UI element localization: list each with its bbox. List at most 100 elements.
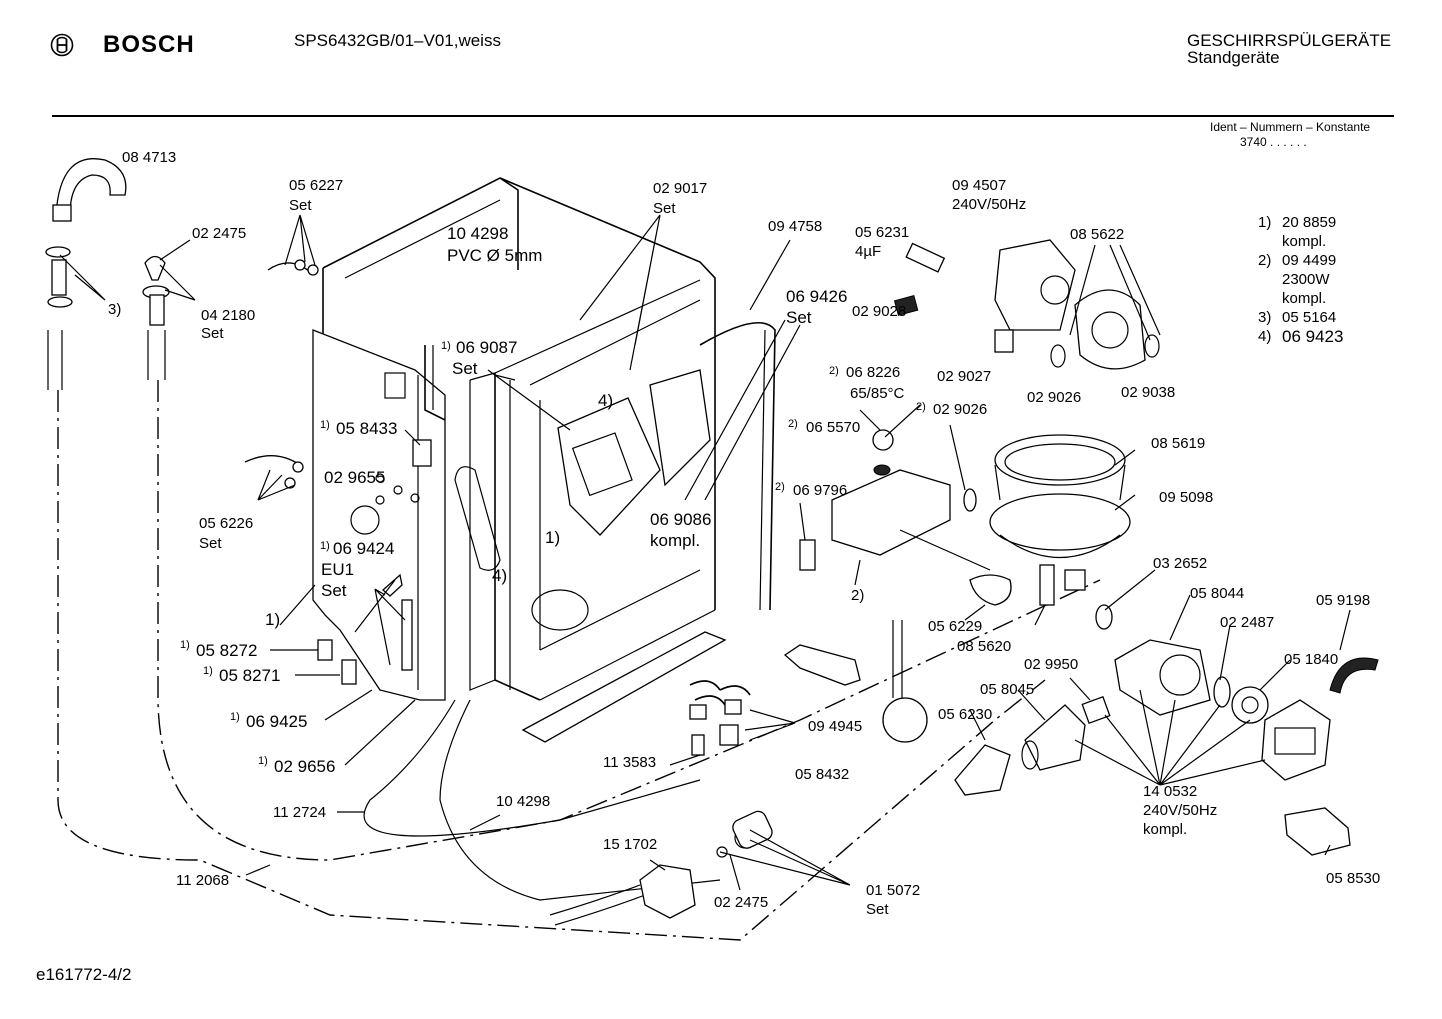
label-069426-set: Set <box>786 308 812 327</box>
label-056229: 05 6229 <box>928 618 982 635</box>
label-1: 1) <box>545 528 560 547</box>
label-140532-kompl: kompl. <box>1143 821 1187 838</box>
label-056231: 05 6231 <box>855 224 909 241</box>
label-029026: 02 9026 <box>1027 389 1081 406</box>
label-094945: 09 4945 <box>808 718 862 735</box>
hoses <box>47 330 1101 941</box>
label-056231-uf: 4µF <box>855 243 881 260</box>
category-subtitle: Standgeräte <box>1187 48 1280 67</box>
label-069087: 06 9087 <box>456 338 517 357</box>
label-069424-set: Set <box>321 581 347 600</box>
legend-key: 2) <box>1258 252 1272 269</box>
label-029017-set: Set <box>653 200 676 217</box>
parts <box>45 158 1379 919</box>
legend-key: 3) <box>1258 309 1272 326</box>
category-title: GESCHIRRSPÜLGERÄTE <box>1187 31 1392 50</box>
label-085619: 08 5619 <box>1151 435 1205 452</box>
label-094758: 09 4758 <box>768 218 822 235</box>
label-022475: 02 2475 <box>192 225 246 242</box>
label-029026b: 02 9026 <box>933 401 987 418</box>
label-069796-key: 2) <box>775 481 785 493</box>
label-058432: 05 8432 <box>795 766 849 783</box>
label-095098: 09 5098 <box>1159 489 1213 506</box>
label-2: 2) <box>851 587 864 604</box>
label-069087-set: Set <box>452 359 478 378</box>
label-042180-set: Set <box>201 325 224 342</box>
label-112724: 11 2724 <box>273 804 326 821</box>
label-056226-set: Set <box>199 535 222 552</box>
label-029655: 02 9655 <box>324 468 385 487</box>
model-number: SPS6432GB/01–V01,weiss <box>294 31 501 50</box>
label-058272-key: 1) <box>180 639 190 651</box>
label-069086-kompl: kompl. <box>650 531 700 550</box>
legend-value: 20 8859 <box>1282 214 1337 231</box>
label-104298: 10 4298 <box>447 224 508 243</box>
legend-item-4: 4) 06 9423 <box>1258 327 1343 346</box>
legend-value: 05 5164 <box>1282 309 1337 326</box>
label-056227-set: Set <box>289 197 312 214</box>
drawing-id: e161772-4/2 <box>36 965 132 984</box>
label-056226: 05 6226 <box>199 515 253 532</box>
label-069425: 06 9425 <box>246 712 307 731</box>
label-112068: 11 2068 <box>176 872 229 889</box>
label-058044: 05 8044 <box>1190 585 1244 602</box>
label-069425-key: 1) <box>230 711 240 723</box>
label-151702: 15 1702 <box>603 836 657 853</box>
label-140532: 14 0532 <box>1143 783 1197 800</box>
label-042180: 04 2180 <box>201 307 255 324</box>
label-065570-key: 2) <box>788 418 798 430</box>
label-069087-key: 1) <box>441 340 451 352</box>
label-069424-key: 1) <box>320 540 330 552</box>
label-022475b: 02 2475 <box>714 894 768 911</box>
legend-value: kompl. <box>1282 290 1327 307</box>
label-1b: 1) <box>265 610 280 629</box>
label-4: 4) <box>598 391 613 410</box>
label-069796: 06 9796 <box>793 482 847 499</box>
legend-key: 1) <box>1258 214 1272 231</box>
label-058271: 05 8271 <box>219 666 280 685</box>
legend-value: kompl. <box>1282 233 1327 250</box>
label-085620: 08 5620 <box>957 638 1011 655</box>
legend-value: 2300W <box>1282 271 1330 288</box>
label-085622: 08 5622 <box>1070 226 1124 243</box>
label-056230: 05 6230 <box>938 706 992 723</box>
label-058530: 05 8530 <box>1326 870 1380 887</box>
label-059198: 05 9198 <box>1316 592 1370 609</box>
legend-item-3: 3) 05 5164 <box>1258 308 1343 327</box>
label-058433-key: 1) <box>320 419 330 431</box>
label-084713: 08 4713 <box>122 149 176 166</box>
label-069086: 06 9086 <box>650 510 711 529</box>
label-058271-key: 1) <box>203 665 213 677</box>
label-022487: 02 2487 <box>1220 614 1274 631</box>
label-4b: 4) <box>492 566 507 585</box>
label-029028: 02 9028 <box>852 303 906 320</box>
label-104298b: 10 4298 <box>496 793 550 810</box>
header-rule <box>52 115 1394 117</box>
label-068226: 06 8226 <box>846 364 900 381</box>
hose-clip-icon <box>55 158 127 216</box>
label-113583: 11 3583 <box>603 754 656 771</box>
label-069424-eu: EU1 <box>321 560 354 579</box>
label-068226-key: 2) <box>829 365 839 377</box>
leader-lines <box>59 214 1351 891</box>
label-058045: 05 8045 <box>980 681 1034 698</box>
label-140532-v: 240V/50Hz <box>1143 802 1217 819</box>
part-labels: 08 4713 02 2475 04 2180 Set 3) 05 6227 S… <box>108 149 1380 918</box>
legend-value: 06 9423 <box>1282 327 1344 346</box>
ident-value: 3740 . . . . . . <box>1240 135 1307 149</box>
label-029950: 02 9950 <box>1024 656 1078 673</box>
label-029656: 02 9656 <box>274 757 335 776</box>
label-058272: 05 8272 <box>196 641 257 660</box>
label-029017: 02 9017 <box>653 180 707 197</box>
cabinet-drawing <box>312 177 776 743</box>
label-032652: 03 2652 <box>1153 555 1207 572</box>
label-065570: 06 5570 <box>806 419 860 436</box>
label-029026b-key: 2) <box>916 401 926 413</box>
ident-label: Ident – Nummern – Konstante <box>1210 120 1371 134</box>
label-058433: 05 8433 <box>336 419 397 438</box>
legend-item-1: 1) 20 8859 kompl. <box>1258 213 1343 251</box>
label-029027: 02 9027 <box>937 368 991 385</box>
